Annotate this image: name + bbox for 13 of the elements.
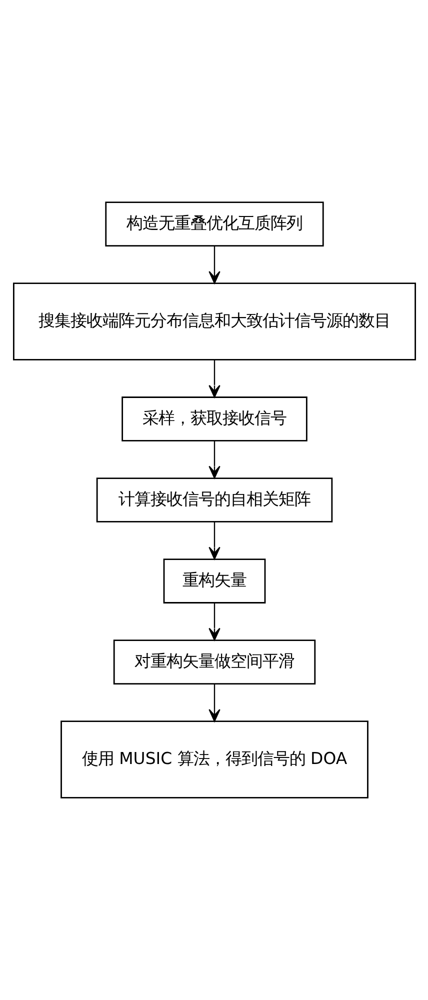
node-box: 使用 MUSIC 算法，得到信号的 DOA (60, 720, 368, 798)
node-box: 构造无重叠优化互质阵列 (104, 202, 324, 246)
arrow (208, 522, 220, 560)
arrow (208, 360, 220, 398)
arrow (208, 440, 220, 479)
node-box: 采样，获取接收信号 (121, 396, 307, 442)
node-box: 计算接收信号的自相关矩阵 (96, 478, 332, 522)
arrow (208, 602, 220, 641)
node-box: 重构矢量 (162, 558, 266, 604)
arrow (208, 246, 220, 284)
arrow (208, 684, 220, 722)
node-box: 对重构矢量做空间平滑 (112, 640, 316, 684)
node-box: 搜集接收端阵元分布信息和大致估计信号源的数目 (12, 282, 416, 360)
